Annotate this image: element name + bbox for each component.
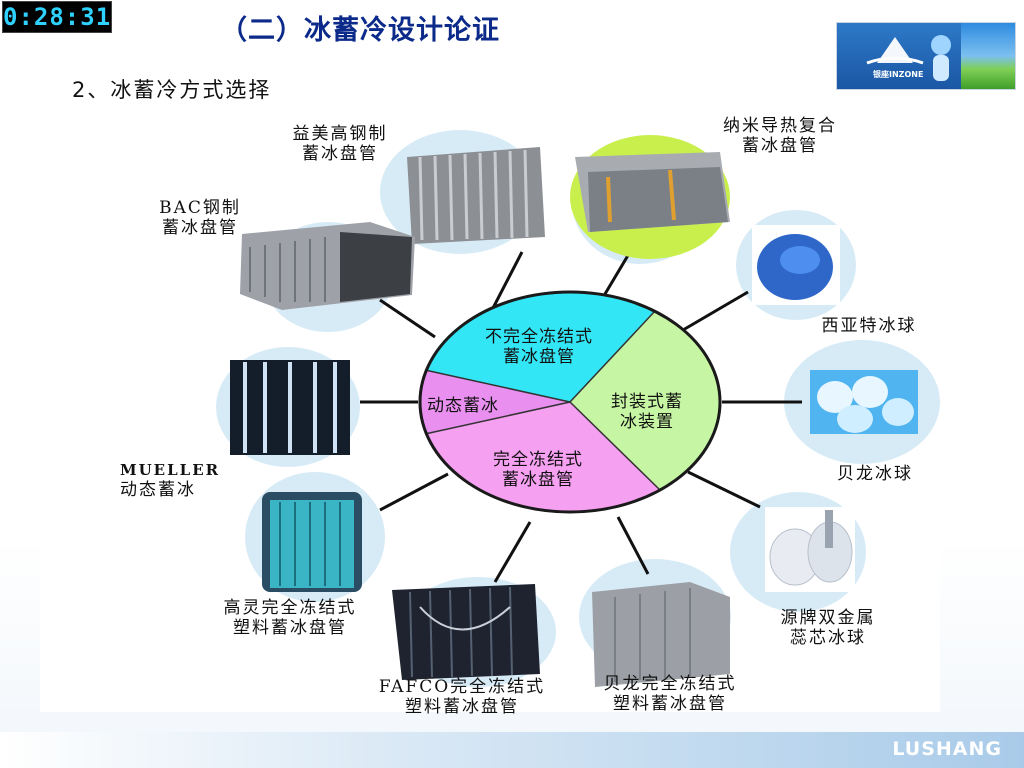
product-gaoling-image	[262, 492, 362, 592]
product-xiyate-image	[752, 225, 840, 305]
segment-label-line2: 冰装置	[620, 412, 674, 432]
diagram-canvas	[216, 130, 940, 687]
product-bac-image	[240, 222, 415, 310]
spokes	[360, 251, 802, 583]
item-label-mueller: MUELLER 动态蓄冰	[120, 460, 240, 500]
spoke-gaoling	[379, 472, 449, 512]
item-label-beilong-ball: 贝龙冰球	[820, 464, 930, 484]
item-label-yuanpai: 源牌双金属 蕊芯冰球	[768, 608, 888, 648]
segment-label-full-freeze: 完全冻结式 蓄冰盘管	[468, 450, 608, 490]
segment-label-encapsulated: 封装式蓄 冰装置	[592, 392, 702, 432]
item-label-nano: 纳米导热复合 蓄冰盘管	[700, 116, 860, 156]
product-beilong-coil-image	[592, 582, 730, 687]
item-label-line2: 塑料蓄冰盘管	[233, 618, 347, 638]
segment-full-freeze	[425, 402, 660, 513]
spoke-fafco	[493, 521, 532, 583]
item-label-line2: 蕊芯冰球	[790, 628, 866, 648]
segment-dynamic	[418, 370, 570, 434]
item-label-line1: 益美高钢制	[292, 124, 388, 144]
item-label-line1: 贝龙冰球	[837, 464, 913, 484]
spoke-xiyate	[682, 290, 749, 332]
logo-blue-panel: 银座INZONE	[837, 23, 961, 89]
item-label-line1: BAC钢制	[159, 198, 241, 218]
product-evapco-image	[407, 147, 545, 244]
segment-label-line1: 动态蓄冰	[427, 396, 499, 416]
item-label-line2: 蓄冰盘管	[742, 136, 818, 156]
item-label-beilong-coil: 贝龙完全冻结式 塑料蓄冰盘管	[580, 674, 760, 714]
item-label-line1: 西亚特冰球	[821, 316, 917, 336]
slide-title: （二）冰蓄冷设计论证	[220, 15, 500, 46]
segment-label-line1: 封装式蓄	[611, 392, 683, 412]
segment-label-dynamic: 动态蓄冰	[418, 396, 508, 416]
item-label-line2: 蓄冰盘管	[162, 218, 238, 238]
item-label-gaoling: 高灵完全冻结式 塑料蓄冰盘管	[200, 598, 380, 638]
segment-encapsulated	[570, 311, 721, 490]
item-label-line1: FAFCO完全冻结式	[378, 677, 546, 697]
pie-outline	[418, 290, 722, 514]
spoke-evapco	[490, 251, 524, 311]
item-label-line1: 纳米导热复合	[723, 116, 837, 136]
item-label-line2: 动态蓄冰	[120, 480, 196, 500]
item-label-evapco: 益美高钢制 蓄冰盘管	[280, 124, 400, 164]
spoke-nano	[603, 251, 632, 295]
elapsed-timer: 0:28:31	[2, 1, 112, 33]
footer-bar	[0, 732, 1024, 768]
item-label-line1: 高灵完全冻结式	[223, 598, 357, 618]
item-label-line2: 塑料蓄冰盘管	[613, 694, 727, 714]
product-nano-image	[570, 135, 730, 259]
segment-label-line1: 完全冻结式	[493, 450, 583, 470]
item-label-line1: 源牌双金属	[780, 608, 876, 628]
item-label-fafco: FAFCO完全冻结式 塑料蓄冰盘管	[362, 677, 562, 717]
segment-partial-freeze	[425, 291, 655, 402]
slide-subtitle: 2、冰蓄冷方式选择	[72, 78, 272, 102]
footer-brand: LUSHANG	[892, 738, 1002, 760]
item-label-xiyate: 西亚特冰球	[804, 316, 934, 336]
ice-storage-diagram: 不完全冻结式 蓄冰盘管 封装式蓄 冰装置 完全冻结式 蓄冰盘管 动态蓄冰 益美高…	[40, 112, 940, 717]
logo-brand-text: 银座INZONE	[873, 70, 924, 79]
item-label-line2: 蓄冰盘管	[302, 144, 378, 164]
item-label-bac: BAC钢制 蓄冰盘管	[150, 198, 250, 238]
logo-mountain-icon	[866, 35, 951, 81]
spoke-yuanpai	[687, 470, 761, 509]
segment-label-partial-freeze: 不完全冻结式 蓄冰盘管	[464, 327, 614, 367]
product-mueller-image	[230, 360, 350, 455]
center-pie	[418, 290, 722, 514]
item-label-line1: MUELLER	[120, 461, 221, 479]
item-label-line2: 塑料蓄冰盘管	[405, 697, 519, 717]
company-logo: 银座INZONE	[836, 22, 1016, 90]
segment-label-line1: 不完全冻结式	[485, 327, 593, 347]
spoke-bac	[379, 298, 436, 339]
product-fafco-image	[392, 584, 540, 680]
segment-label-line2: 蓄冰盘管	[502, 470, 574, 490]
product-yuanpai-image	[765, 507, 855, 592]
logo-landscape-image	[961, 23, 1015, 89]
item-label-line1: 贝龙完全冻结式	[603, 674, 737, 694]
segment-label-line2: 蓄冰盘管	[503, 347, 575, 367]
spoke-beilong-coil	[616, 516, 650, 575]
product-beilong-ball-image	[810, 370, 918, 434]
